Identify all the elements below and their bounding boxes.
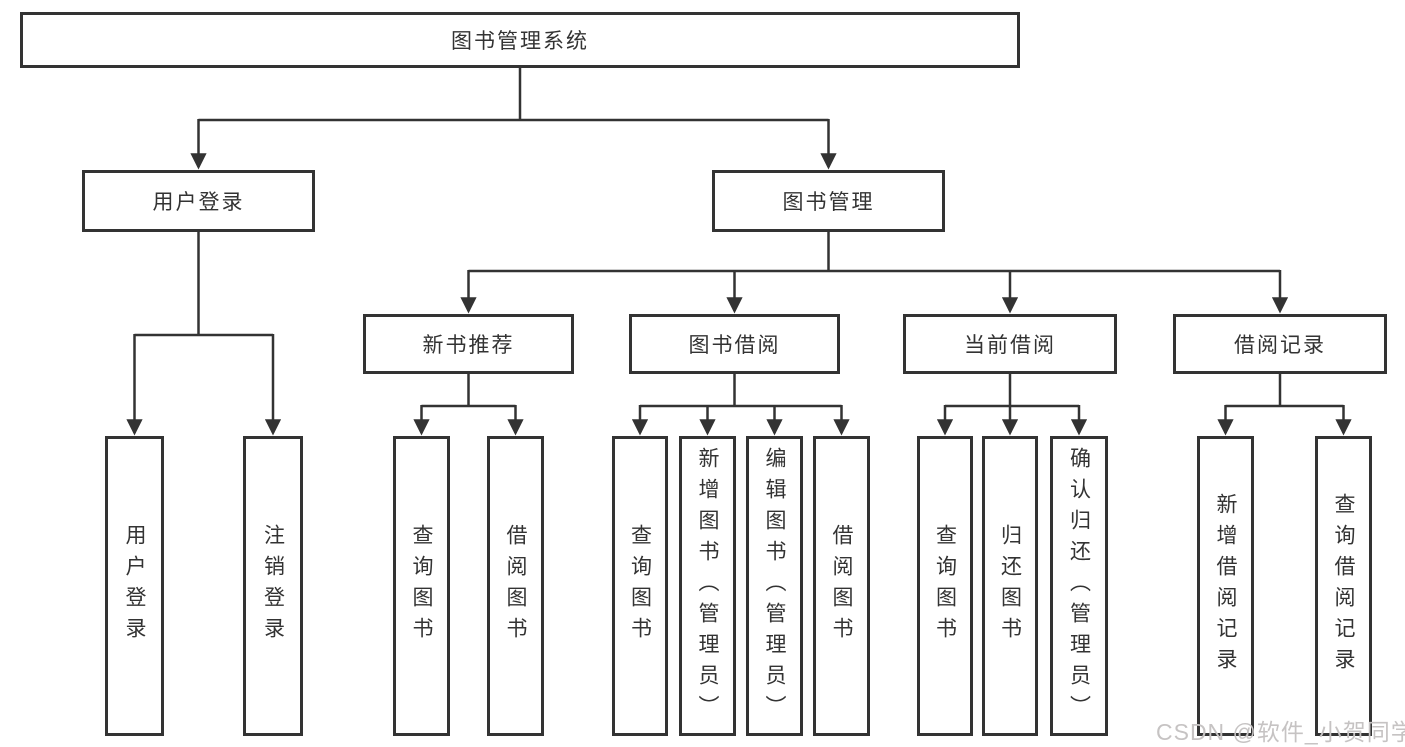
leaf-return-books: 归还图书 — [982, 436, 1038, 736]
node-book-management: 图书管理 — [712, 170, 945, 232]
csdn-watermark: CSDN @软件_小贺同学 — [1156, 719, 1405, 745]
leaf-borrow-books-recommend: 借阅图书 — [487, 436, 544, 736]
leaf-query-borrow-record: 查询借阅记录 — [1315, 436, 1372, 736]
leaf-query-books-recommend: 查询图书 — [393, 436, 450, 736]
node-user-login: 用户登录 — [82, 170, 315, 232]
connector-group — [126, 68, 1352, 436]
leaf-logout-login: 注销登录 — [243, 436, 303, 736]
leaf-edit-books-admin: 编辑图书（管理员） — [746, 436, 803, 736]
leaf-query-books-borrowing: 查询图书 — [612, 436, 668, 736]
leaf-add-borrow-record: 新增借阅记录 — [1197, 436, 1254, 736]
node-borrowing-records: 借阅记录 — [1173, 314, 1387, 374]
node-current-borrowing: 当前借阅 — [903, 314, 1117, 374]
node-new-book-recommend: 新书推荐 — [363, 314, 574, 374]
node-book-borrowing: 图书借阅 — [629, 314, 840, 374]
leaf-query-books-current: 查询图书 — [917, 436, 973, 736]
leaf-user-login: 用户登录 — [105, 436, 164, 736]
leaf-borrow-books-borrowing: 借阅图书 — [813, 436, 870, 736]
leaf-confirm-return-admin: 确认归还（管理员） — [1050, 436, 1108, 736]
leaf-add-books-admin: 新增图书（管理员） — [679, 436, 736, 736]
node-library-system: 图书管理系统 — [20, 12, 1020, 68]
